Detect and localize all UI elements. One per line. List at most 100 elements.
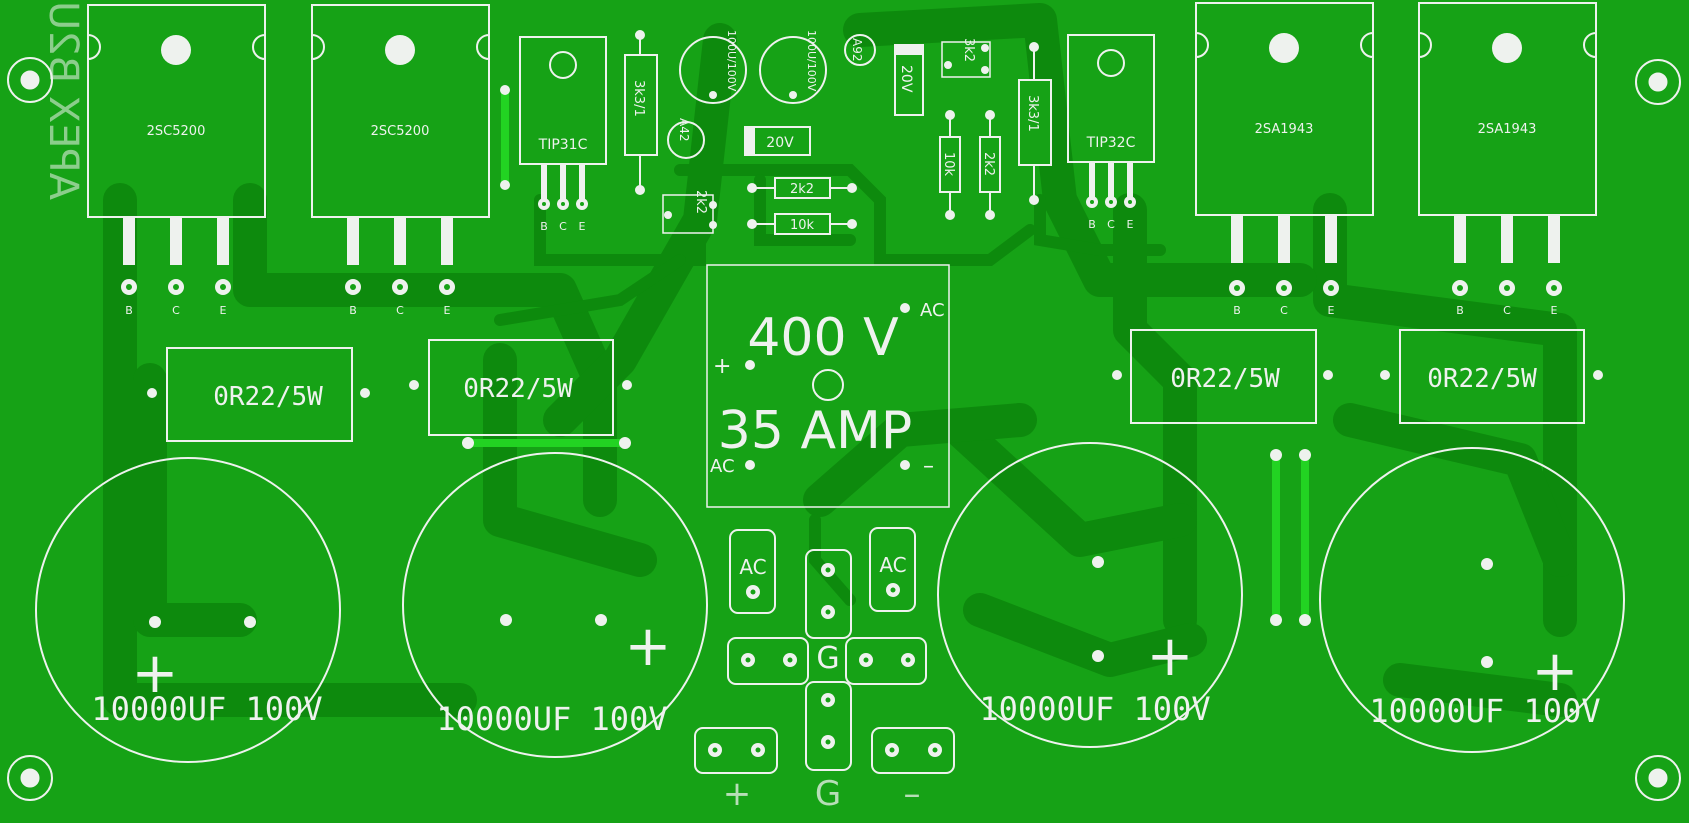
- connector-ac-label: AC: [739, 555, 766, 579]
- cap-polarity: +: [625, 614, 672, 679]
- cap-label: 10000UF 100V: [979, 690, 1210, 728]
- trimmer-label: 3k2: [961, 38, 976, 62]
- pin-e: E: [220, 304, 227, 317]
- mirrored-board-title: APEX B2U JO: [40, 0, 86, 200]
- big-transistor-group: 2SC5200 B C E 2SC5200 B C E 2SA194: [87, 2, 1597, 317]
- pin-e: E: [1328, 304, 1335, 317]
- pin-e: E: [1551, 304, 1558, 317]
- trimmer-label: 2k2: [693, 190, 708, 214]
- small-cap-2: 100U/100V: [759, 30, 827, 104]
- big-transistor: 2SC5200 B C E: [311, 4, 490, 317]
- cap-polarity: +: [132, 641, 179, 706]
- bridge-minus-label: –: [923, 454, 934, 479]
- cap-label: 100U/100V: [725, 30, 738, 92]
- zener-label: 20V: [766, 135, 794, 151]
- bridge-current: 35 AMP: [718, 401, 913, 461]
- connector-ac-label: AC: [879, 553, 906, 577]
- resistor-label: 2k2: [790, 182, 814, 197]
- big-capacitor: + 10000UF 100V: [937, 442, 1243, 748]
- zener-label: 20V: [898, 65, 914, 93]
- trimmer-left: 2k2: [662, 190, 717, 234]
- big-capacitors: + 10000UF 100V + 10000UF 100V + 10000UF …: [35, 442, 1625, 763]
- power-resistors: 0R22/5W 0R22/5W 0R22/5W 0R22/5W: [147, 329, 1603, 442]
- transistor-label: A42: [677, 118, 691, 141]
- big-capacitor: + 10000UF 100V: [1319, 447, 1625, 753]
- cap-label: 10000UF 100V: [436, 700, 667, 738]
- resistor-10k-h: 10k: [747, 213, 857, 235]
- mounting-holes: [7, 57, 1681, 801]
- resistor-label: 0R22/5W: [213, 382, 323, 412]
- cap-label: 10000UF 100V: [91, 690, 322, 728]
- big-capacitor: + 10000UF 100V: [402, 452, 708, 758]
- driver-tip31c: TIP31C B C E: [519, 36, 607, 233]
- pin-b: B: [1456, 304, 1464, 317]
- pin-c: C: [1280, 304, 1288, 317]
- resistor-3k3-left: 3k3/1: [624, 30, 658, 195]
- small-transistor-a42: A42: [667, 118, 705, 159]
- pin-c: C: [1503, 304, 1511, 317]
- resistor-3k3-right: 3k3/1: [1018, 42, 1052, 205]
- bridge-ac-label: AC: [920, 300, 945, 321]
- resistor-label: 3k3/1: [1025, 95, 1040, 132]
- resistor-label: 10k: [941, 152, 956, 177]
- output-plus-label: +: [723, 774, 752, 814]
- driver-label: TIP31C: [538, 137, 588, 153]
- resistor-label: 0R22/5W: [1427, 364, 1537, 394]
- cap-label: 10000UF 100V: [1369, 692, 1600, 730]
- power-resistor: 0R22/5W: [1112, 329, 1333, 424]
- resistor-label: 0R22/5W: [1170, 364, 1280, 394]
- bridge-rectifier: 400 V 35 AMP AC + AC –: [706, 264, 950, 508]
- big-transistor: 2SA1943 B C E: [1418, 2, 1597, 317]
- trimmer-right: 3k2: [941, 38, 991, 78]
- cap-polarity: +: [1147, 624, 1194, 689]
- jumper-wires: [464, 86, 1309, 624]
- transistor-label: A92: [850, 38, 864, 61]
- resistor-label: 3k3/1: [631, 80, 646, 117]
- driver-label: TIP32C: [1086, 135, 1136, 151]
- pin-b: B: [540, 220, 548, 233]
- connector-ground-label: G: [816, 641, 839, 676]
- small-components: 3k3/1 3k3/1 100U/100V 100U/100V A92 A42: [624, 30, 1052, 235]
- resistor-2k2-v: 2k2: [979, 110, 1001, 220]
- bridge-ac-label: AC: [710, 456, 735, 477]
- pin-e: E: [1127, 218, 1134, 231]
- transistor-label: 2SA1943: [1478, 122, 1537, 137]
- resistor-2k2-h: 2k2: [747, 177, 857, 199]
- resistor-label: 0R22/5W: [463, 374, 573, 404]
- pin-b: B: [125, 304, 133, 317]
- pin-c: C: [172, 304, 180, 317]
- zener-right: 20V: [894, 44, 924, 116]
- power-connectors: AC AC G + G –: [694, 527, 955, 814]
- resistor-label: 2k2: [981, 152, 996, 176]
- cap-label: 100U/100V: [805, 30, 818, 92]
- resistor-label: 10k: [790, 218, 815, 233]
- small-transistor-a92: A92: [844, 34, 876, 66]
- pin-c: C: [559, 220, 567, 233]
- jumper-pads: [462, 85, 1311, 626]
- big-capacitor: + 10000UF 100V: [35, 457, 341, 763]
- power-resistor: 0R22/5W: [1380, 329, 1603, 424]
- small-cap-1: 100U/100V: [679, 30, 747, 104]
- output-ground-label: G: [815, 774, 841, 814]
- pin-b: B: [1233, 304, 1241, 317]
- driver-tip32c: TIP32C B C E: [1067, 34, 1155, 231]
- resistor-10k-v: 10k: [939, 110, 961, 220]
- copper-traces-thin: [494, 164, 1166, 606]
- bridge-voltage: 400 V: [747, 308, 899, 368]
- cap-polarity: +: [1532, 639, 1579, 704]
- pin-b: B: [1088, 218, 1096, 231]
- pin-e: E: [444, 304, 451, 317]
- transistor-label: 2SC5200: [147, 124, 206, 139]
- output-minus-label: –: [904, 774, 921, 814]
- big-transistor: 2SC5200 B C E: [87, 4, 266, 317]
- transistor-label: 2SA1943: [1255, 122, 1314, 137]
- power-resistor: 0R22/5W: [147, 347, 370, 442]
- pin-c: C: [1107, 218, 1115, 231]
- pin-c: C: [396, 304, 404, 317]
- pin-b: B: [349, 304, 357, 317]
- zener-left: 20V: [744, 126, 811, 156]
- pin-e: E: [579, 220, 586, 233]
- big-transistor: 2SA1943 B C E: [1195, 2, 1374, 317]
- bridge-plus-label: +: [713, 354, 731, 379]
